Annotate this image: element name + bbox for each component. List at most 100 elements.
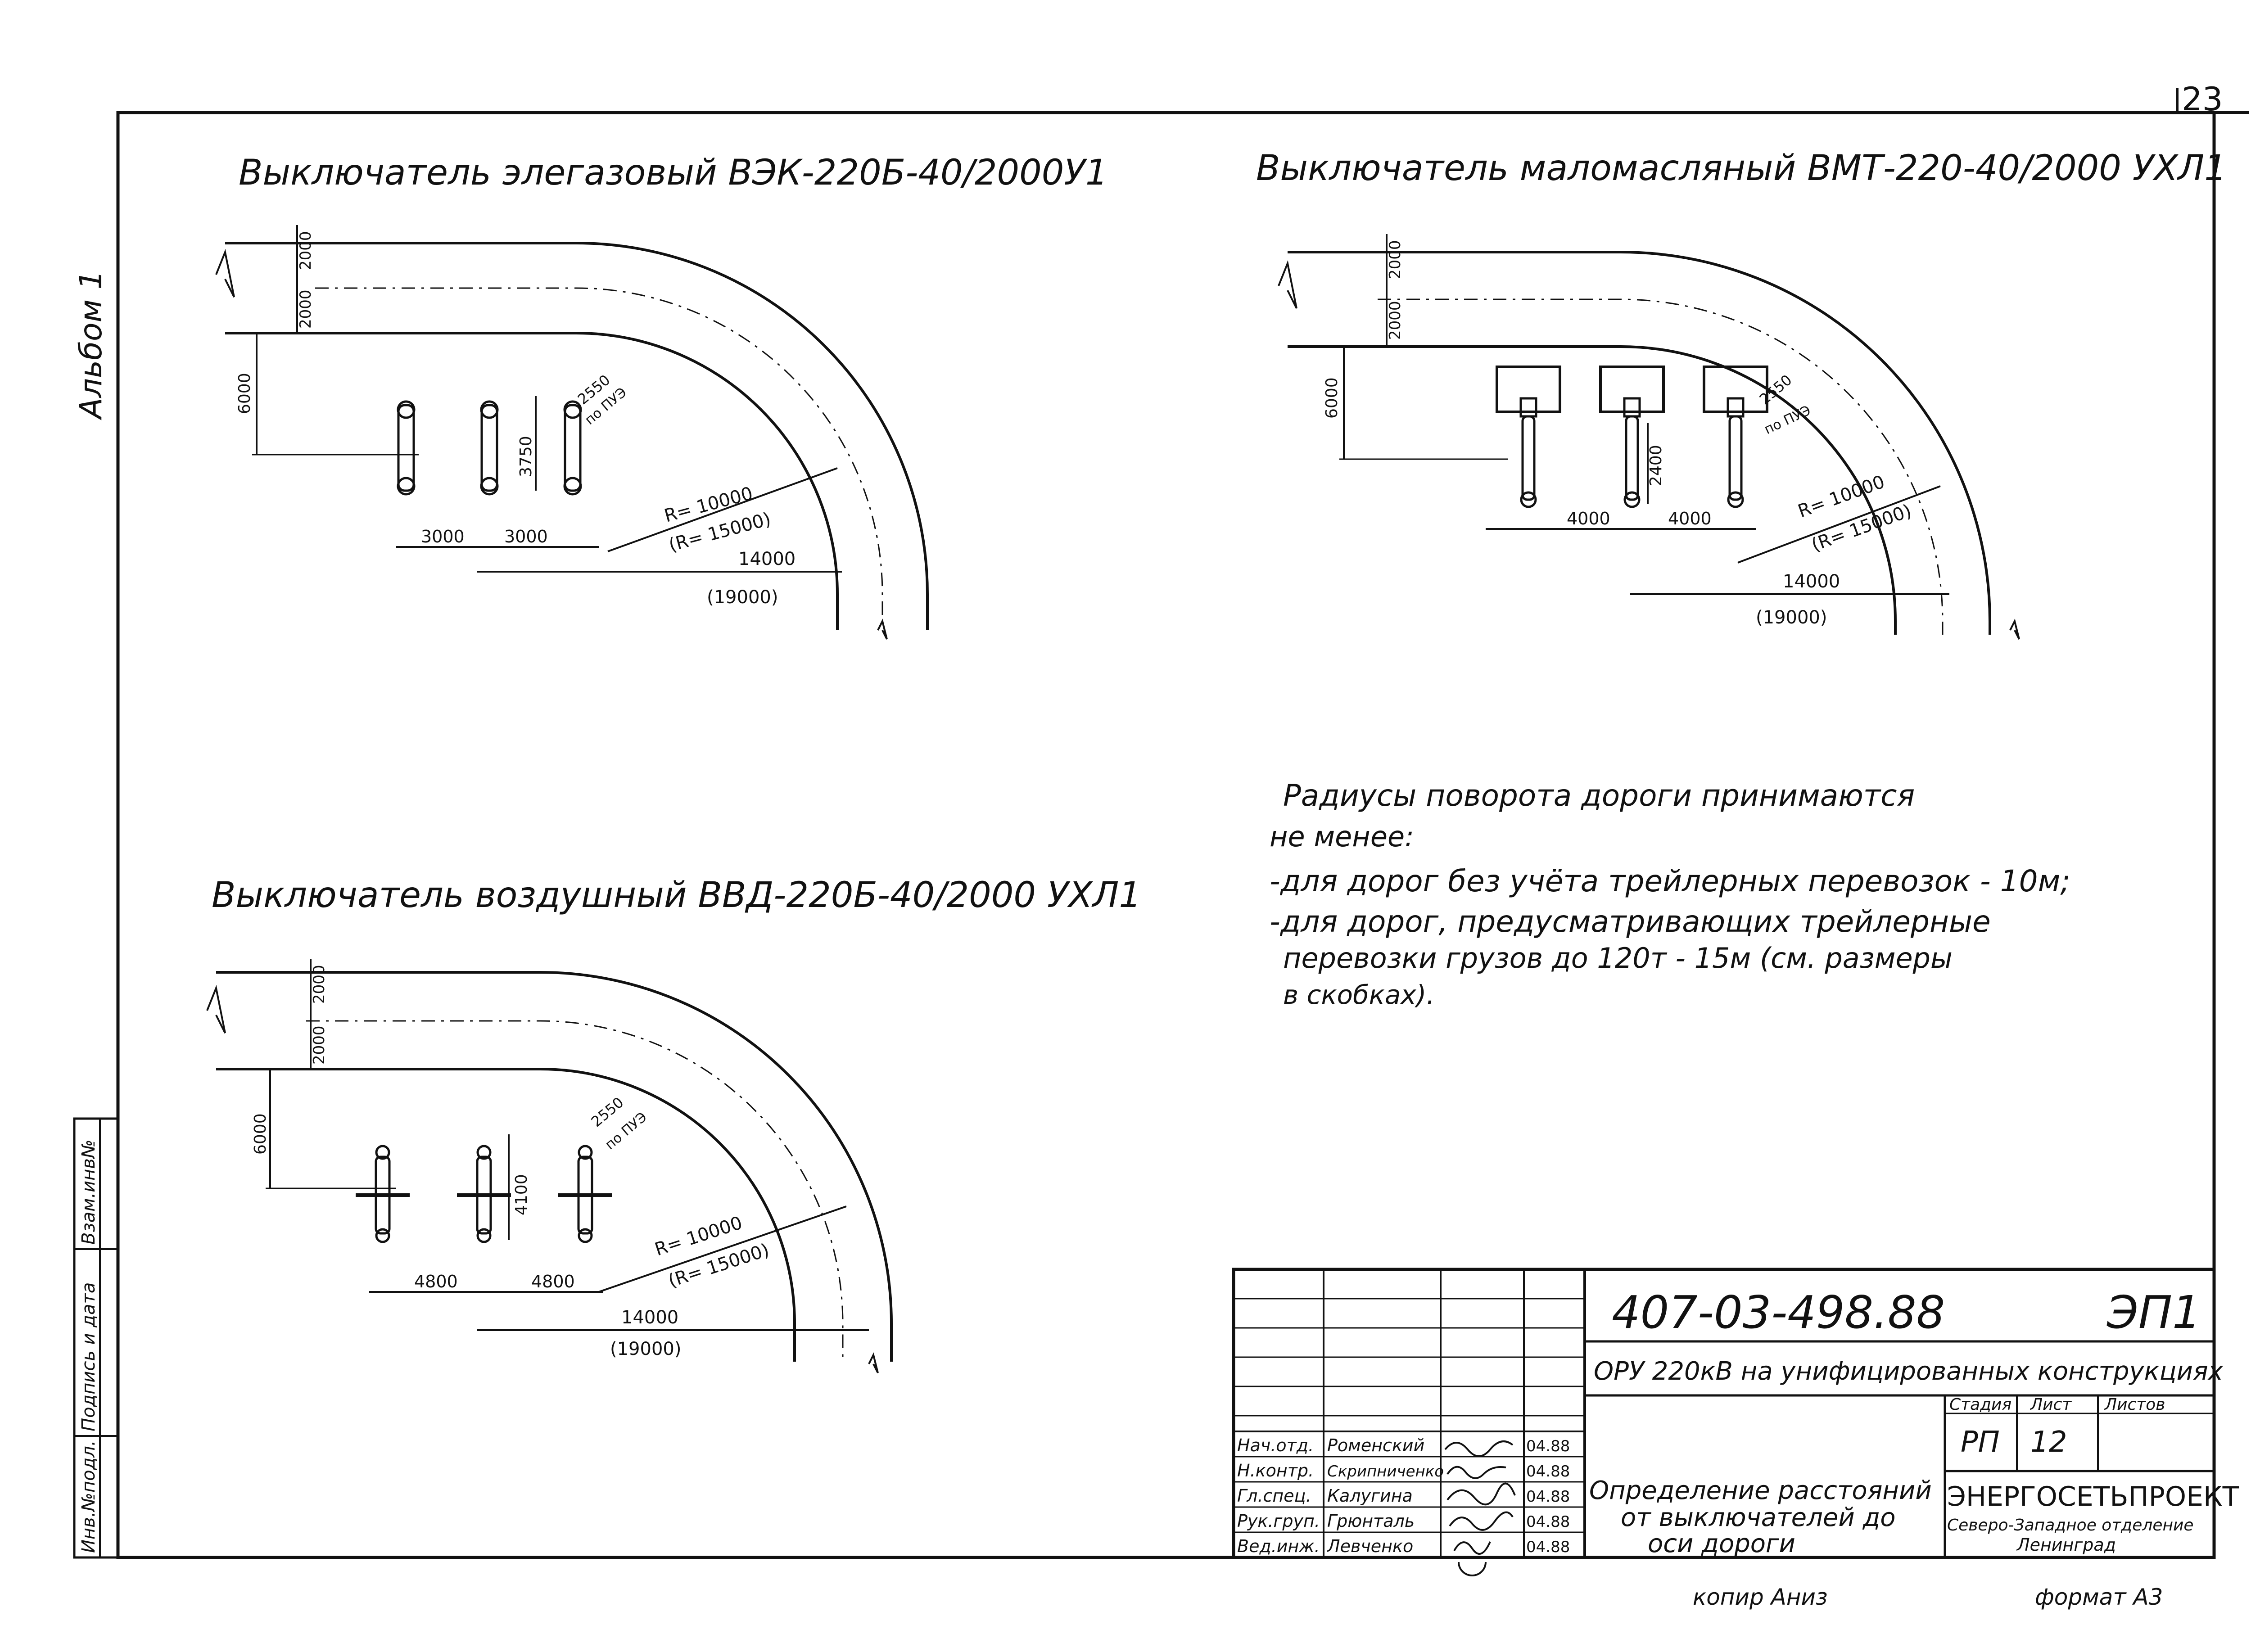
staff-role: Вед.инж.: [1237, 1536, 1320, 1556]
dim-pitch-1: 4000: [1567, 509, 1610, 528]
page-number: 23: [2182, 80, 2223, 118]
side-label-replaced: Взам.инв№: [78, 1140, 99, 1245]
staff-date: 04.88: [1526, 1488, 1570, 1506]
stage-header: Стадия: [1949, 1395, 2011, 1414]
project-name: ОРУ 220кВ на унифицированных конструкция…: [1594, 1357, 2224, 1386]
staff-name: Грюнталь: [1327, 1511, 1415, 1531]
dim-left: 6000: [235, 373, 254, 414]
side-label-signature: Подпись и дата: [78, 1282, 99, 1431]
breaker-pole: [1599, 366, 1665, 508]
side-stamp: Инв.№подл. Подпись и дата Взам.инв№: [73, 1117, 119, 1559]
dimension-lines: [266, 959, 869, 1331]
note-line: не менее:: [1270, 820, 1414, 853]
dim-pitch-2: 4800: [531, 1272, 575, 1291]
note-line: -для дорог без учёта трейлерных перевозо…: [1270, 864, 2070, 898]
breaker-pole: [457, 1145, 511, 1243]
staff-name: Роменский: [1327, 1435, 1424, 1455]
breaker-poles: [1496, 366, 1768, 508]
stage-value: РП: [1961, 1426, 2000, 1459]
breaker-poles: [397, 400, 582, 496]
dim-offset: 14000: [621, 1307, 678, 1328]
dim-left: 6000: [1323, 377, 1341, 419]
signature: [1446, 1482, 1516, 1506]
dim-left: 6000: [251, 1113, 270, 1155]
dim-offset-alt: (19000): [610, 1339, 681, 1359]
staff-row: Гл.спец. Калугина 04.88: [1237, 1482, 1570, 1506]
title-block: 407-03-498.88 ЭП1 ОРУ 220кВ на унифициро…: [1232, 1268, 2239, 1576]
sheet-frame: 23: [116, 80, 2249, 1559]
dim-pitch-1: 3000: [421, 527, 465, 546]
staff-date: 04.88: [1526, 1538, 1570, 1556]
staff-role: Н.контр.: [1237, 1461, 1314, 1480]
breaker-pole: [1703, 366, 1768, 508]
note-line: перевозки грузов до 120т - 15м (см. разм…: [1283, 942, 1953, 975]
staff-role: Нач.отд.: [1237, 1435, 1314, 1455]
dim-top-b: 2000: [297, 289, 315, 329]
signature: [1444, 1440, 1514, 1457]
dim-pitch-2: 4000: [1668, 509, 1712, 528]
org-city: Ленинград: [2016, 1535, 2116, 1555]
dim-pitch-2: 3000: [504, 527, 548, 546]
doc-mark: ЭП1: [2106, 1286, 2201, 1339]
org-branch: Северо-Западное отделение: [1947, 1516, 2194, 1535]
dim-offset: 14000: [738, 549, 796, 569]
breaker-pole: [480, 400, 499, 496]
dim-height: 3750: [517, 436, 535, 477]
staff-row: Нач.отд. Роменский 04.88: [1237, 1435, 1570, 1457]
signature: [1446, 1466, 1506, 1479]
sheet-title-line: от выключателей до: [1621, 1503, 1896, 1532]
staff-date: 04.88: [1526, 1462, 1570, 1480]
breaker-pole: [563, 400, 582, 496]
dim-offset-alt: (19000): [707, 587, 778, 608]
dim-clearance-note: по ПУЭ: [1762, 402, 1813, 438]
copied-by: копир Аниз: [1693, 1584, 1828, 1610]
road-curve: [215, 242, 929, 640]
sheet-title-line: Определение расстояний: [1589, 1476, 1932, 1505]
dim-top-b: 2000: [1386, 301, 1404, 340]
breaker-poles: [356, 1145, 612, 1243]
dim-top-a: 2000: [297, 231, 315, 270]
paper-format: формат А3: [2035, 1584, 2163, 1610]
staff-role: Гл.спец.: [1237, 1486, 1311, 1506]
org-name: ЭНЕРГОСЕТЬПРОЕКТ: [1947, 1481, 2239, 1512]
note-line: -для дорог, предусматривающих трейлерные: [1270, 904, 1991, 939]
dimension-lines: [252, 225, 842, 573]
drawing-vvd: Выключатель воздушный ВВД-220Б-40/2000 У…: [206, 875, 1141, 1373]
signature: [1453, 1541, 1491, 1576]
staff-name: Левченко: [1326, 1536, 1413, 1556]
sheets-header: Листов: [2104, 1395, 2165, 1414]
drawing-title: Выключатель элегазовый ВЭК-220Б-40/2000У…: [239, 153, 1108, 193]
dim-clearance: 2550: [1756, 371, 1795, 408]
road-curve: [1278, 251, 2020, 640]
sheet-number: 12: [2030, 1426, 2067, 1459]
staff-date: 04.88: [1526, 1437, 1570, 1455]
album-label: Альбом 1: [73, 270, 109, 420]
doc-code: 407-03-498.88: [1612, 1286, 1945, 1339]
dim-height: 2400: [1647, 445, 1665, 486]
dim-top-a: 2000: [1386, 240, 1404, 279]
road-curve: [206, 971, 893, 1373]
note-line: Радиусы поворота дороги принимаются: [1283, 778, 1915, 813]
drawing-title: Выключатель воздушный ВВД-220Б-40/2000 У…: [212, 875, 1141, 916]
drawing-title: Выключатель маломасляный ВМТ-220-40/2000…: [1256, 148, 2227, 189]
dim-top-a: 2000: [310, 965, 328, 1004]
staff-name: Скрипниченко: [1327, 1462, 1444, 1480]
sheet-header: Лист: [2030, 1395, 2072, 1414]
staff-row: Н.контр. Скрипниченко 04.88: [1237, 1461, 1570, 1480]
drawing-vmt: Выключатель маломасляный ВМТ-220-40/2000…: [1256, 148, 2227, 640]
dim-offset: 14000: [1783, 571, 1840, 592]
signature: [1449, 1511, 1514, 1531]
dimension-labels: 2000 2000 6000 4800 4800 4100 2550 по ПУ…: [251, 965, 772, 1359]
side-label-inv: Инв.№подл.: [78, 1440, 99, 1553]
breaker-pole: [397, 400, 416, 496]
staff-row: Рук.груп. Грюнталь 04.88: [1237, 1511, 1570, 1531]
dim-offset-alt: (19000): [1756, 607, 1827, 628]
dimension-labels: 2000 2000 6000 4000 4000 2400 2550 по ПУ…: [1323, 240, 1914, 628]
dimension-lines: [1339, 234, 1949, 595]
dim-pitch-1: 4800: [414, 1272, 458, 1291]
breaker-pole: [1496, 366, 1561, 508]
staff-name: Калугина: [1327, 1486, 1413, 1506]
drawing-vek: Выключатель элегазовый ВЭК-220Б-40/2000У…: [215, 153, 1108, 640]
sheet-title-line: оси дороги: [1648, 1529, 1795, 1558]
